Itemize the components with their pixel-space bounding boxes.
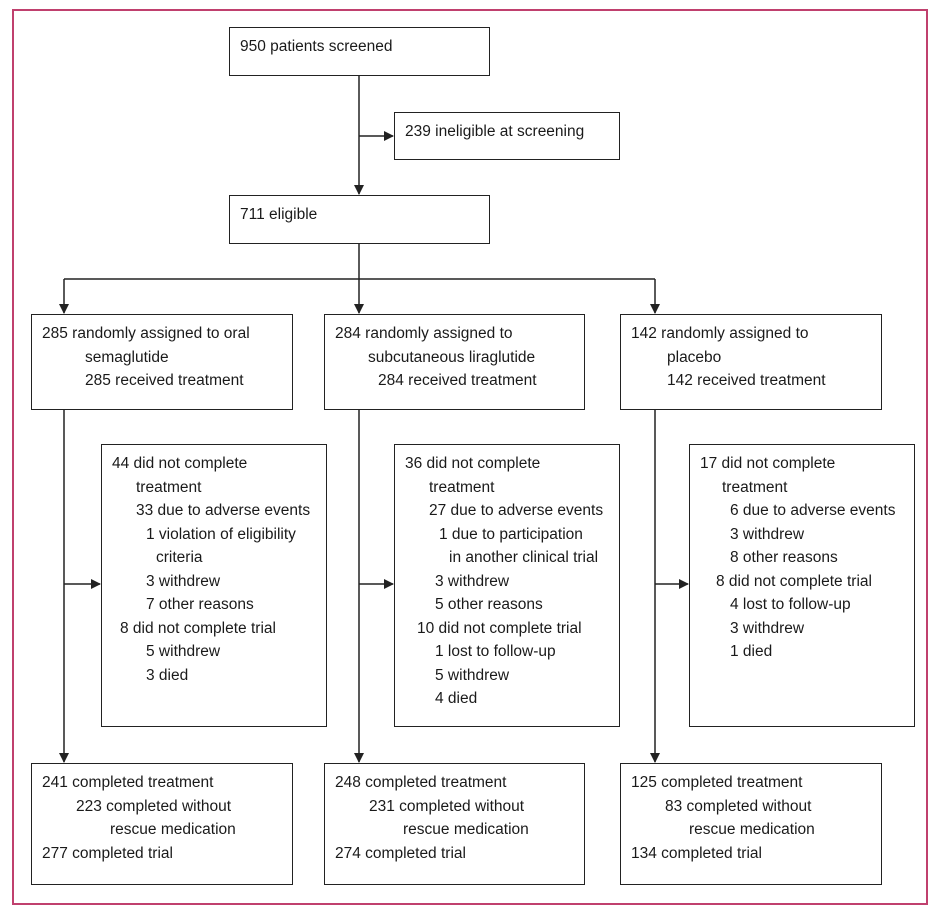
arm1-disc-line: 7 other reasons (146, 596, 254, 613)
arm2-completed-box: 248 completed treatment 231 completed wi… (324, 763, 585, 885)
arm1-disc-line: 3 died (146, 666, 189, 684)
arm2-disc-line: 3 withdrew (435, 572, 510, 590)
arm1-disc-line: 8 did not complete trial (120, 619, 276, 637)
arm3-received-line: 142 received treatment (667, 372, 826, 389)
arm1-disc-line: 1 violation of eligibility (146, 525, 296, 543)
eligible-text: 711 eligible (240, 206, 318, 223)
arm3-disc-line: 8 did not complete trial (716, 572, 872, 590)
arm2-completed-line: 274 completed trial (335, 844, 466, 862)
arm1-discontinued-box: 44 did not complete treatment 33 due to … (101, 444, 327, 727)
screened-box: 950 patients screened (229, 27, 490, 76)
arm3-disc-line: 3 withdrew (730, 525, 805, 543)
ineligible-text: 239 ineligible at screening (405, 123, 585, 140)
arm2-disc-line: 27 due to adverse events (429, 502, 604, 519)
arm2-received-line: 284 received treatment (378, 372, 537, 389)
arm3-completed-line: rescue medication (689, 821, 815, 838)
arm3-assigned-box: 142 randomly assigned to placebo 142 rec… (620, 314, 882, 410)
arm2-disc-line: 1 due to participation (439, 525, 583, 543)
arm1-completed-line: 277 completed trial (42, 844, 173, 862)
arm3-disc-line: 1 died (730, 643, 773, 660)
arm1-completed-line: 223 completed without (76, 797, 232, 815)
arm3-disc-line: 6 due to adverse events (730, 502, 896, 519)
arm2-disc-line: 1 lost to follow-up (435, 643, 556, 660)
arm3-discontinued-box: 17 did not complete treatment 6 due to a… (689, 444, 915, 727)
arm1-assigned-box: 285 randomly assigned to oral semaglutid… (31, 314, 293, 410)
arm1-disc-line: 33 due to adverse events (136, 502, 311, 519)
arm3-completed-line: 134 completed trial (631, 844, 762, 862)
ineligible-box: 239 ineligible at screening (394, 112, 620, 160)
arm1-completed-box: 241 completed treatment 223 completed wi… (31, 763, 293, 885)
arm2-disc-line: 5 other reasons (435, 596, 543, 613)
arm1-disc-line: 5 withdrew (146, 643, 221, 660)
arm3-assigned-line: placebo (667, 348, 722, 366)
arm2-assigned-line: 284 randomly assigned to (335, 325, 513, 342)
arm3-disc-line: treatment (722, 478, 788, 496)
arm3-disc-line: 17 did not complete (700, 455, 836, 472)
arm2-disc-line: in another clinical trial (449, 549, 599, 566)
arm1-completed-line: 241 completed treatment (42, 774, 214, 791)
arm3-completed-box: 125 completed treatment 83 completed wit… (620, 763, 882, 885)
arm2-disc-line: 10 did not complete trial (417, 619, 582, 637)
arm1-disc-line: 44 did not complete (112, 455, 248, 472)
screened-text: 950 patients screened (240, 38, 393, 55)
arm2-assigned-line: subcutaneous liraglutide (368, 348, 536, 366)
arm2-discontinued-box: 36 did not complete treatment 27 due to … (394, 444, 620, 727)
arm3-disc-line: 8 other reasons (730, 549, 838, 566)
arm3-completed-line: 125 completed treatment (631, 774, 803, 791)
arm2-disc-line: 5 withdrew (435, 666, 510, 684)
arm2-disc-line: 4 died (435, 690, 478, 707)
arm2-completed-line: rescue medication (403, 821, 529, 838)
arm3-disc-line: 4 lost to follow-up (730, 596, 851, 613)
arm3-assigned-line: 142 randomly assigned to (631, 325, 809, 342)
arm1-completed-line: rescue medication (110, 821, 236, 838)
arm1-assigned-line: semaglutide (85, 348, 169, 366)
arm2-disc-line: 36 did not complete (405, 455, 541, 472)
eligible-box: 711 eligible (229, 195, 490, 244)
arm2-completed-line: 231 completed without (369, 797, 525, 815)
arm2-completed-line: 248 completed treatment (335, 774, 507, 791)
arm2-disc-line: treatment (429, 478, 495, 496)
figure-frame (12, 9, 928, 905)
arm1-disc-line: treatment (136, 478, 202, 496)
arm1-received-line: 285 received treatment (85, 372, 244, 389)
arm1-disc-line: criteria (156, 549, 203, 566)
arm3-disc-line: 3 withdrew (730, 619, 805, 637)
arm1-assigned-line: 285 randomly assigned to oral (42, 325, 250, 342)
arm3-completed-line: 83 completed without (665, 797, 812, 815)
arm1-disc-line: 3 withdrew (146, 572, 221, 590)
arm2-assigned-box: 284 randomly assigned to subcutaneous li… (324, 314, 585, 410)
